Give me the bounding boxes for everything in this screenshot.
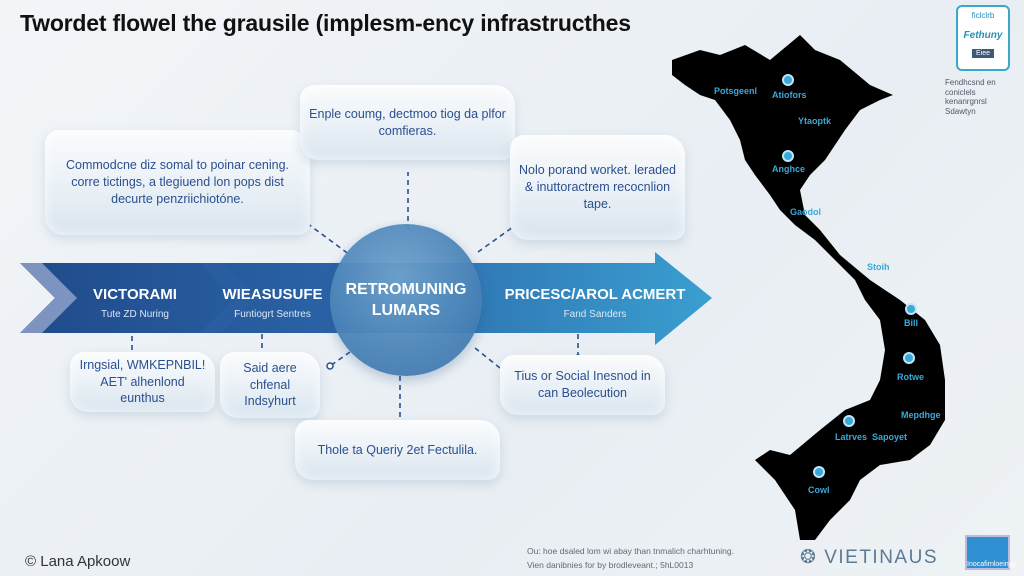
stage-subtitle: Tute ZD Nuring	[101, 309, 169, 320]
info-cloud-left: Commodcne diz somal to poinar cening. co…	[45, 130, 310, 235]
brand-logo: ❂ VIETINAUS	[800, 547, 939, 568]
map-label: Stoih	[867, 262, 890, 272]
map-label: Atiofors	[772, 90, 807, 100]
badge-top: ficlclrb	[971, 11, 995, 20]
badge-tag: Eiee	[971, 49, 994, 58]
brand-logo-text: VIETINAUS	[824, 547, 939, 568]
location-pin-icon	[905, 303, 917, 315]
partner-logo: Inocafirnloeingy	[965, 535, 1016, 570]
info-cloud-bottom-left: Irngsial, WMKEPNBIL! AET' alhenlond eunt…	[70, 352, 215, 412]
stage-1: VICTORAMI Tute ZD Nuring	[70, 286, 200, 320]
center-line-2: LUMARS	[371, 301, 441, 319]
location-pin-icon	[813, 466, 825, 478]
stage-title: WIEASUSUFE	[222, 286, 323, 303]
author-name: Lana Apkoow	[40, 553, 131, 570]
stage-subtitle: Fand Sanders	[563, 309, 627, 320]
badge-caption: Fendhcsnd en coniclels kenanrgnrsl Sdawt…	[945, 78, 996, 116]
info-cloud-right: Nolo porand worket. leraded & inuttoract…	[510, 135, 685, 240]
stage-subtitle: Funtiogrt Sentres	[234, 309, 311, 320]
badge-main: Fethuny	[963, 30, 1003, 41]
location-pin-icon	[782, 74, 794, 86]
stage-3: PRICESC/AROL ACMERT Fand Sanders	[495, 286, 695, 320]
stage-title: VICTORAMI	[93, 286, 177, 303]
map-label: Ytaoptk	[798, 116, 832, 126]
map-label: Potsgeenl	[714, 86, 758, 96]
footer-note-line: Ou: hoe dsaled lom wi abay than tnmalich…	[527, 546, 734, 556]
map-label: Sapoyet	[872, 432, 908, 442]
info-cloud-bottom-right: Tius or Social Inesnod in can Beolecutio…	[500, 355, 665, 415]
map-label: Anghce	[772, 164, 806, 174]
center-hub	[330, 224, 482, 376]
location-pin-icon	[843, 415, 855, 427]
map-label: Cowl	[808, 485, 830, 495]
location-pin-icon	[782, 150, 794, 162]
center-line-1: RETROMUNING	[345, 281, 467, 298]
map-label: Gaodol	[790, 207, 821, 217]
map-label: Latrves	[835, 432, 868, 442]
info-cloud-bottom-center: Thole ta Queriy 2et Fectulila.	[295, 420, 500, 480]
footer-note-line: Vien danibnies for by brodleveant.; 5hL0…	[527, 559, 694, 570]
map-label: Bill	[904, 318, 919, 328]
footer-note: Ou: hoe dsaled lom wi abay than tnmalich…	[527, 545, 734, 572]
map-label: Mepdhge	[901, 410, 941, 420]
chevron-divider	[200, 263, 257, 333]
chevron-tail	[20, 263, 77, 333]
author-credit: © Lana Apkoow	[25, 553, 131, 570]
info-cloud-bottom-mid: Said aere chfenal Indsyhurt	[220, 352, 320, 418]
location-pin-icon	[903, 352, 915, 364]
center-hub-label: RETROMUNING LUMARS	[330, 280, 482, 322]
stage-title: PRICESC/AROL ACMERT	[504, 286, 686, 303]
partner-logo-caption: Inocafirnloeingy	[967, 561, 1017, 568]
map-label: Rotwe	[897, 372, 924, 382]
stage-2: WIEASUSUFE Funtiogrt Sentres	[215, 286, 330, 320]
info-cloud-top: Enple coumg, dectmoo tiog da plfor comfi…	[300, 85, 515, 160]
badge-logo: ficlclrb Fethuny Eiee	[956, 5, 1010, 71]
page-title: Twordet flowel the grausile (implesm-enc…	[20, 10, 631, 36]
vietnam-map	[672, 35, 945, 540]
